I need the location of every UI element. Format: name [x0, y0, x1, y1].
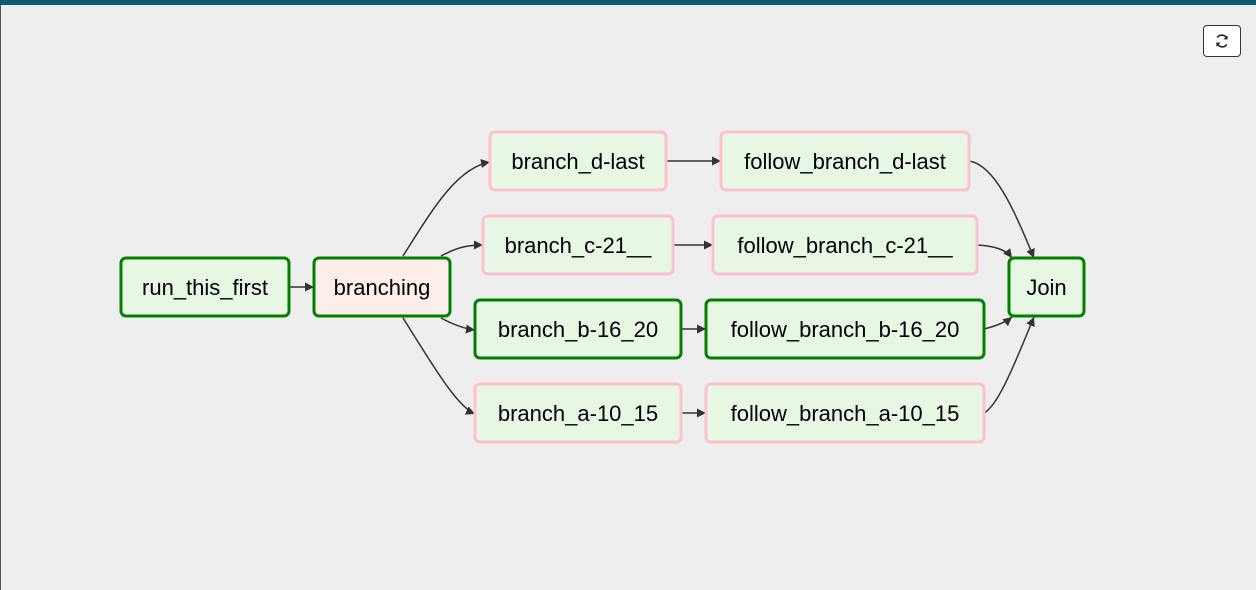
task-node-box — [473, 382, 683, 444]
task-node-branch_b-16_20[interactable]: branch_b-16_20 — [473, 298, 683, 360]
edge-branching-to-branch_a-10_15 — [402, 317, 476, 415]
task-node-Join[interactable]: Join — [1007, 256, 1086, 318]
task-node-follow_branch_a-10_15[interactable]: follow_branch_a-10_15 — [704, 382, 986, 444]
edge-follow_branch_c-21__-to-Join — [976, 244, 1013, 259]
edge-branching-to-branch_d-last — [402, 159, 491, 257]
task-node-box — [704, 382, 986, 444]
task-node-label: Join — [1026, 275, 1066, 300]
task-node-branch_c-21__[interactable]: branch_c-21__ — [481, 214, 675, 276]
task-node-box — [711, 214, 979, 276]
refresh-button[interactable] — [1203, 25, 1241, 57]
task-node-run_this_first[interactable]: run_this_first — [119, 256, 291, 318]
nodes-layer: run_this_first branching branch_d-lastbran… — [119, 130, 1086, 444]
task-node-branching[interactable]: branching — [312, 256, 452, 318]
task-node-label: branch_a-10_15 — [498, 401, 658, 426]
task-node-box — [473, 298, 683, 360]
task-node-branch_a-10_15[interactable]: branch_a-10_15 — [473, 382, 683, 444]
task-node-box — [1007, 256, 1086, 318]
task-node-branch_d-last[interactable]: branch_d-last — [488, 130, 668, 192]
task-node-label: follow_branch_b-16_20 — [731, 317, 960, 342]
dag-graph: run_this_first branching branch_d-lastbran… — [119, 130, 1086, 444]
task-node-follow_branch_d-last[interactable]: follow_branch_d-last — [719, 130, 971, 192]
refresh-icon — [1216, 34, 1228, 48]
task-node-label: branch_c-21__ — [505, 233, 653, 258]
edge-branching-to-branch_b-16_20 — [440, 317, 476, 334]
task-node-follow_branch_b-16_20[interactable]: follow_branch_b-16_20 — [704, 298, 986, 360]
edges-layer — [290, 156, 1035, 418]
task-node-box — [312, 256, 452, 318]
top-border — [0, 0, 1256, 5]
task-node-box — [488, 130, 668, 192]
task-node-label: branch_b-16_20 — [498, 317, 658, 342]
task-node-follow_branch_c-21__[interactable]: follow_branch_c-21__ — [711, 214, 979, 276]
task-node-label: run_this_first — [142, 275, 268, 300]
edge-follow_branch_b-16_20-to-Join — [983, 316, 1013, 330]
task-node-box — [119, 256, 291, 318]
task-node-label: follow_branch_d-last — [744, 149, 946, 174]
task-node-box — [481, 214, 675, 276]
edge-branching-to-branch_c-21__ — [440, 240, 484, 257]
task-node-label: branching — [334, 275, 431, 300]
task-node-label: follow_branch_c-21__ — [737, 233, 953, 258]
edge-follow_branch_d-last-to-Join — [968, 160, 1035, 259]
task-node-label: branch_d-last — [511, 149, 644, 174]
task-node-box — [719, 130, 971, 192]
edge-follow_branch_a-10_15-to-Join — [983, 316, 1035, 414]
task-node-box — [704, 298, 986, 360]
task-node-label: follow_branch_a-10_15 — [731, 401, 960, 426]
